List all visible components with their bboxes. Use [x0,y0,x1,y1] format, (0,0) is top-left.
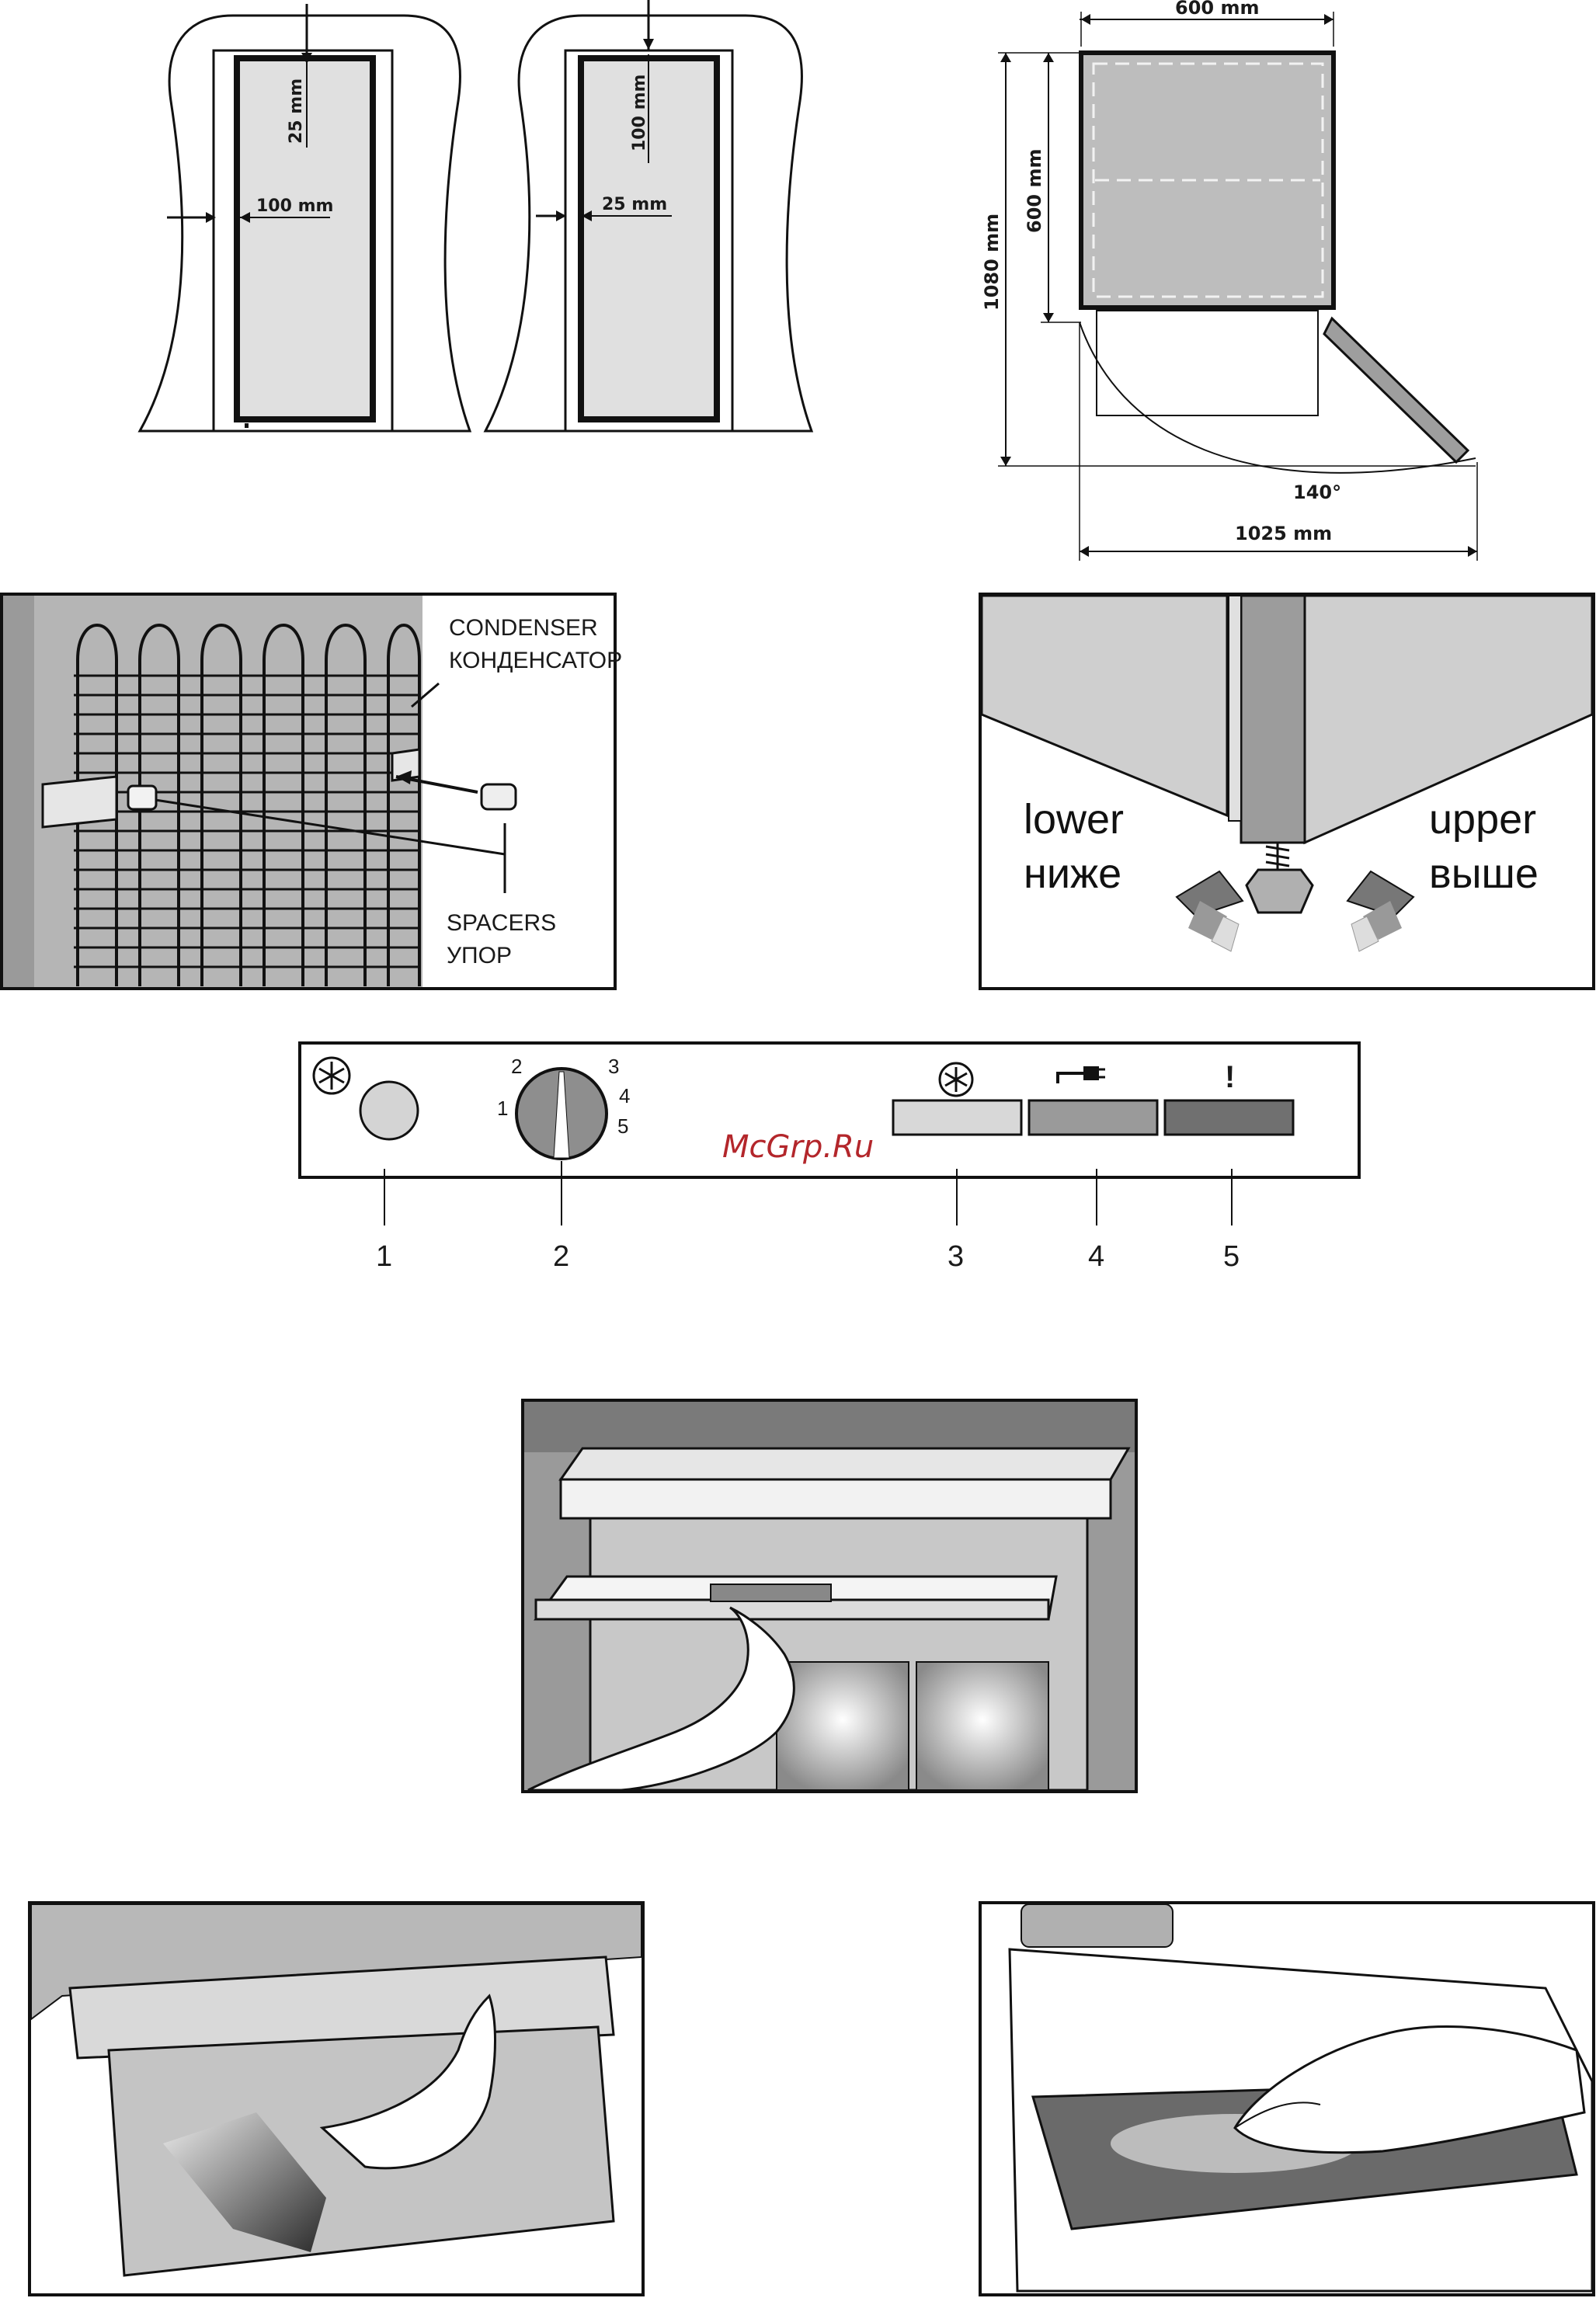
top-gap-label-right: 100 mm [630,75,649,151]
upper-label-ru: выше [1429,850,1539,897]
side-gap-label-right: 25 mm [602,195,667,214]
clearance-figure-right: 100 mm 25 mm [485,0,812,431]
width-open-label: 1025 mm [1235,523,1332,544]
upper-label-en: upper [1429,796,1536,843]
clearance-figure-left: 25 mm 100 mm [140,4,470,431]
side-gap-label-left: 100 mm [256,196,333,216]
drawer-removal-figure [30,1903,643,2295]
callout-3: 3 [948,1240,964,1273]
lower-label-ru: ниже [1024,850,1121,897]
depth-label: 600 mm [1024,149,1045,233]
fast-freeze-indicator [893,1100,1021,1135]
callout-5: 5 [1223,1240,1240,1273]
callout-2: 2 [553,1240,569,1273]
dial-number-2: 2 [511,1055,522,1078]
condenser-figure: CONDENSER КОНДЕНСАТОР SPACERS УПОР [2,594,622,989]
spacers-label-en: SPACERS [447,910,556,936]
callout-4: 4 [1088,1240,1104,1273]
callout-1: 1 [376,1240,392,1273]
door-dimension-figure: 600 mm 600 mm 1080 mm 140° 1025 mm [981,0,1477,561]
dial-number-3: 3 [608,1055,619,1078]
thermostat-dial[interactable] [516,1069,607,1159]
shelf-removal-figure [523,1400,1136,1792]
alarm-indicator [1165,1100,1293,1135]
condenser-label-en: CONDENSER [449,615,598,641]
lower-label-en: lower [1024,796,1124,843]
watermark: McGrp.Ru [722,1129,874,1165]
spacers-label-ru: УПОР [447,943,512,968]
dial-number-5: 5 [617,1114,628,1138]
angle-label: 140° [1293,482,1341,503]
dial-number-1: 1 [497,1097,508,1120]
top-gap-label-left: 25 mm [287,78,306,144]
power-indicator [1029,1100,1157,1135]
condenser-label-ru: КОНДЕНСАТОР [449,648,622,673]
depth-open-label: 1080 mm [981,214,1003,311]
dial-number-4: 4 [619,1084,630,1107]
cleaning-figure [980,1903,1594,2295]
width-label: 600 mm [1175,0,1259,19]
warning-icon: ! [1225,1060,1235,1094]
leveling-figure: lower ниже upper выше [980,594,1594,989]
control-panel-figure: 1 2 3 4 5 ! 1 2 3 4 5 [300,1043,1359,1273]
fast-freeze-button[interactable] [360,1082,418,1139]
